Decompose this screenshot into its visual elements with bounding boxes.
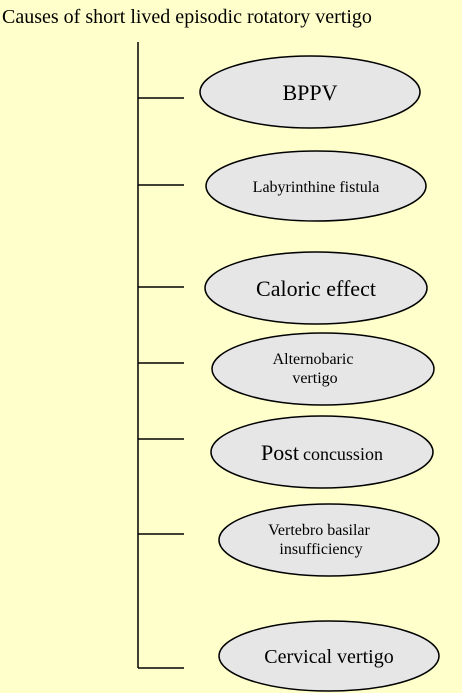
cause-ellipse [218, 620, 440, 692]
label-line-1: Vertebro basilar [268, 522, 370, 539]
cause-node-vertebro-basilar-insufficiency: Vertebro basilar insufficiency [138, 503, 440, 577]
label-line-2: insufficiency [279, 541, 362, 558]
cause-node-cervical-vertigo: Cervical vertigo [138, 620, 440, 692]
diagram-title: Causes of short lived episodic rotatory … [2, 6, 372, 28]
cause-ellipse [218, 503, 440, 577]
cause-node-caloric-effect: Caloric effect [138, 251, 428, 325]
cause-label: Alternobaric vertigo [273, 351, 358, 387]
label-line-1: Alternobaric [273, 351, 354, 368]
cause-ellipse [204, 251, 428, 325]
cause-ellipse [199, 55, 421, 129]
label-word-concussion: concussion [303, 444, 383, 464]
cause-label: BPPV [282, 80, 337, 105]
cause-ellipse [205, 150, 427, 222]
cause-label: Labyrinthine fistula [253, 179, 380, 196]
cause-label: Vertebro basilar insufficiency [268, 522, 374, 558]
label-line-2: vertigo [292, 370, 337, 387]
cause-node-bppv: BPPV [138, 55, 421, 129]
cause-label: Post concussion [261, 440, 383, 465]
cause-ellipse [211, 332, 435, 406]
label-word-post: Post [261, 440, 299, 465]
cause-node-post-concussion: Post concussion [138, 415, 434, 489]
cause-node-labyrinthine-fistula: Labyrinthine fistula [138, 150, 427, 222]
cause-node-alternobaric-vertigo: Alternobaric vertigo [138, 332, 435, 406]
cause-label: Caloric effect [256, 276, 376, 301]
cause-ellipse [210, 415, 434, 489]
cause-label: Cervical vertigo [264, 646, 393, 668]
